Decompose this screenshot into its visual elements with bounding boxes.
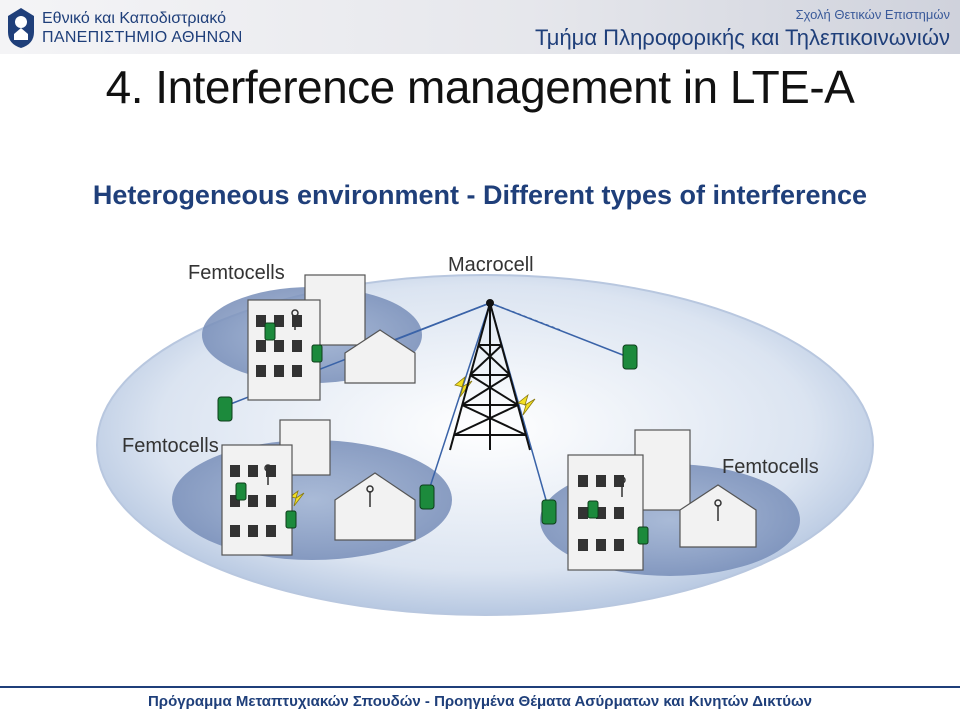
slide-header: Εθνικό και Καποδιστριακό ΠΑΝΕΠΙΣΤΗΜΙΟ ΑΘ… <box>0 0 960 54</box>
mobile-phone-icon <box>217 322 649 545</box>
label-femtocells-right: Femtocells <box>722 456 819 478</box>
university-name-line1: Εθνικό και Καποδιστριακό <box>42 10 227 27</box>
department-name: Τμήμα Πληροφορικής και Τηλεπικοινωνιών <box>534 25 950 50</box>
network-diagram: Macrocell Femtocells Femtocells Femtocel… <box>96 254 874 616</box>
slide-subtitle: Heterogeneous environment - Different ty… <box>92 180 868 210</box>
label-macrocell: Macrocell <box>448 254 534 276</box>
slide-footer: Πρόγραμμα Μεταπτυχιακών Σπουδών - Προηγμ… <box>147 693 813 710</box>
macrocell-tower-icon <box>449 299 531 451</box>
university-logo-icon <box>8 8 34 48</box>
label-femtocells-top-left: Femtocells <box>188 262 285 284</box>
university-name-line2: ΠΑΝΕΠΙΣΤΗΜΙΟ ΑΘΗΝΩΝ <box>42 29 243 46</box>
femto-antenna-icon <box>264 309 722 521</box>
slide-title: 4. Interference management in LTE-A <box>105 61 855 113</box>
footer-divider <box>0 686 960 688</box>
label-femtocells-left: Femtocells <box>122 435 219 457</box>
school-name: Σχολή Θετικών Επιστημών <box>795 7 950 22</box>
